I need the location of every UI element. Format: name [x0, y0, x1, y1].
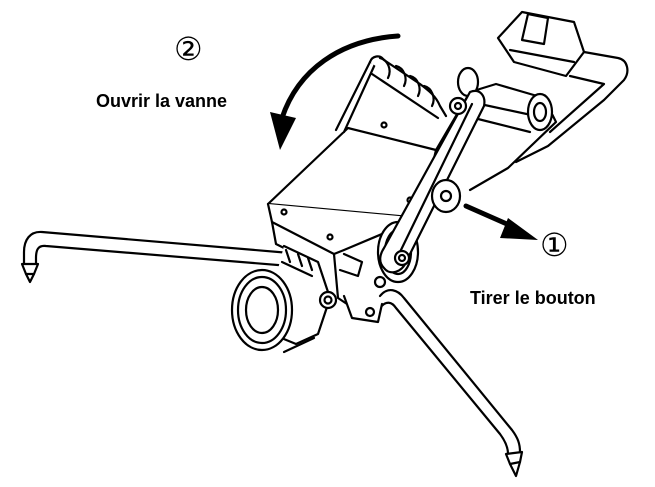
pull-knob-arrow [463, 203, 538, 240]
bale-lever [379, 89, 486, 274]
left-leg [20, 230, 292, 284]
handle [334, 55, 448, 134]
step-1-number: ① [540, 226, 569, 264]
step-1-label: Tirer le bouton [470, 288, 596, 308]
valve-body [266, 121, 438, 308]
right-leg [378, 289, 524, 478]
inlet-coupling [230, 244, 338, 354]
step-2-label: Ouvrir la vanne [96, 91, 228, 111]
open-valve-arrow [270, 33, 401, 150]
step-2-number: ② [174, 30, 203, 68]
nozzle-tip [496, 10, 629, 164]
